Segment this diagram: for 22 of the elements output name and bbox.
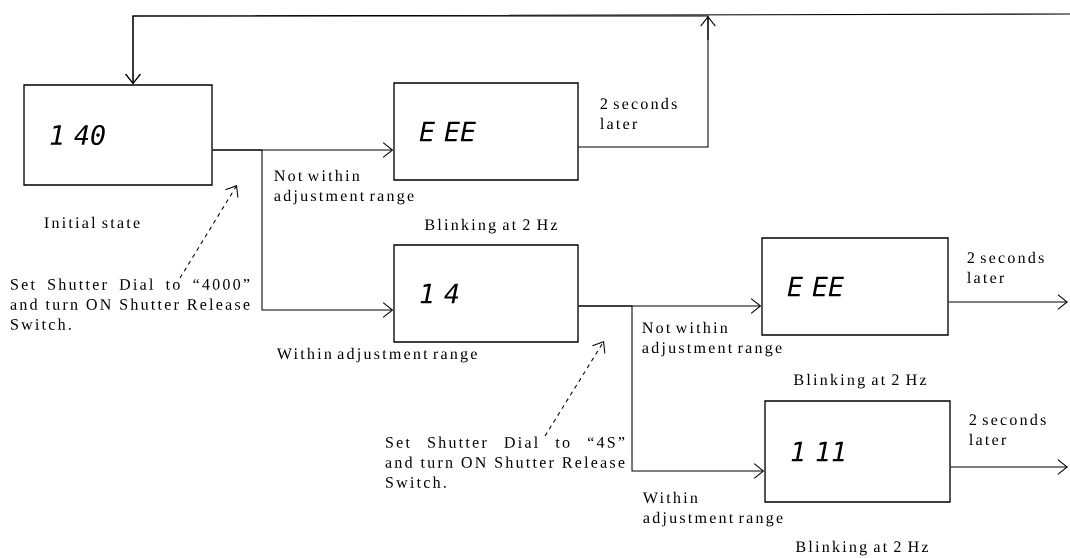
dashed-arrow bbox=[179, 185, 239, 279]
display-box: 1 11 bbox=[764, 400, 951, 503]
edge-label: 2 seconds later bbox=[967, 251, 1044, 284]
caption-text: Blinking at 2 Hz bbox=[793, 373, 927, 389]
caption-text: Blinking at 2 Hz bbox=[424, 218, 558, 234]
arrow bbox=[125, 13, 1070, 85]
arrow bbox=[212, 149, 394, 318]
edge-label: Within adjustment range bbox=[276, 347, 477, 363]
instruction-text: Set Shutter Dial to “4000” and turn ON Shutter Release Switch. bbox=[10, 278, 250, 330]
instruction-text: Set Shutter Dial to “4S” and turn ON Shutter Release Switch. bbox=[385, 436, 625, 488]
display-box: 1 40 bbox=[23, 84, 213, 186]
display-box: 1 4 bbox=[393, 244, 579, 343]
display-box: E EE bbox=[393, 82, 579, 181]
arrow bbox=[948, 294, 1068, 310]
arrow bbox=[578, 305, 765, 479]
arrow bbox=[950, 459, 1068, 475]
caption-text: Initial state bbox=[44, 216, 140, 229]
display-box: E EE bbox=[761, 237, 949, 336]
edge-label: 2 seconds later bbox=[969, 413, 1046, 446]
dashed-arrow bbox=[544, 341, 606, 437]
caption-text: Blinking at 2 Hz bbox=[795, 540, 929, 556]
edge-label: 2 seconds later bbox=[600, 97, 677, 130]
